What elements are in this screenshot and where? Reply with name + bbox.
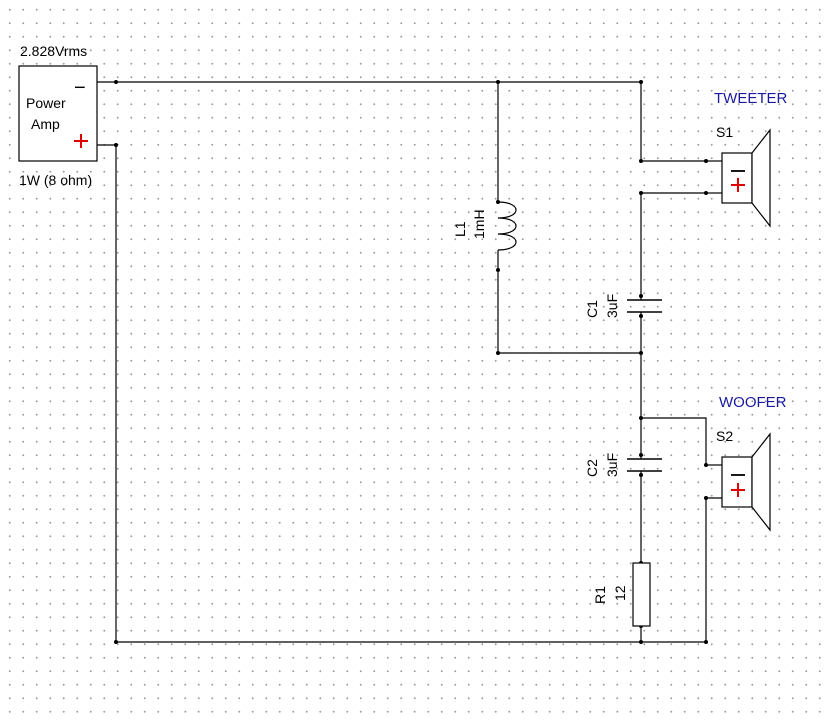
- wire-bottom-rail: [97, 144, 706, 643]
- s1-plus-sign: [731, 178, 745, 192]
- node: [496, 351, 500, 355]
- node: [704, 640, 708, 644]
- node: [114, 143, 118, 147]
- node: [639, 351, 643, 355]
- junction-dots: [114, 80, 708, 644]
- node: [704, 496, 708, 500]
- amp-rating: 2.828Vrms: [20, 43, 87, 59]
- s2-magnet: [721, 456, 753, 508]
- c2-value: 3uF: [604, 453, 620, 477]
- node: [496, 268, 500, 272]
- c1-ref: C1: [584, 300, 600, 318]
- node: [114, 640, 118, 644]
- node: [639, 159, 643, 163]
- tweeter-label: TWEETER: [714, 90, 787, 107]
- l1-value: 1mH: [471, 209, 487, 239]
- speaker-s1-tweeter[interactable]: TWEETER S1: [706, 90, 787, 228]
- speaker-s2-woofer[interactable]: WOOFER S2: [706, 394, 787, 532]
- amp-name-line2: Amp: [31, 116, 60, 132]
- s2-plus-sign: [731, 483, 745, 497]
- node: [639, 191, 643, 195]
- node: [496, 80, 500, 84]
- l1-ref: L1: [452, 221, 468, 237]
- s1-cone: [751, 128, 771, 228]
- capacitor-c1[interactable]: C1 3uF: [584, 294, 662, 318]
- wire-tweeter-plus: [640, 192, 706, 296]
- node: [639, 416, 643, 420]
- node: [639, 80, 643, 84]
- amp-power-label: 1W (8 ohm): [19, 172, 92, 188]
- wire-woofer-plus: [705, 497, 722, 642]
- resistor-r1[interactable]: R1 12: [592, 562, 651, 627]
- woofer-label: WOOFER: [719, 394, 787, 411]
- r1-ref: R1: [592, 586, 608, 604]
- amp-plus-sign: [74, 134, 88, 148]
- c1-value: 3uF: [604, 294, 620, 318]
- c2-ref: C2: [584, 459, 600, 477]
- amp-name-line1: Power: [26, 95, 66, 111]
- amp-minus-sign: −: [74, 77, 86, 99]
- amp-body: [18, 65, 98, 162]
- s1-ref: S1: [716, 124, 733, 140]
- node: [114, 80, 118, 84]
- r1-body: [632, 562, 651, 627]
- inductor-l1[interactable]: L1 1mH: [452, 201, 517, 251]
- s2-ref: S2: [716, 428, 733, 444]
- capacitor-c2[interactable]: C2 3uF: [584, 453, 662, 477]
- r1-value: 12: [612, 585, 628, 601]
- wires: [97, 81, 722, 643]
- wire-woofer-minus: [640, 353, 707, 465]
- inductor-coil: [497, 201, 517, 251]
- wire-tweeter-minus: [640, 82, 706, 162]
- power-amp[interactable]: 2.828Vrms Power Amp − 1W (8 ohm): [18, 43, 98, 188]
- node: [639, 640, 643, 644]
- s2-cone: [751, 432, 771, 532]
